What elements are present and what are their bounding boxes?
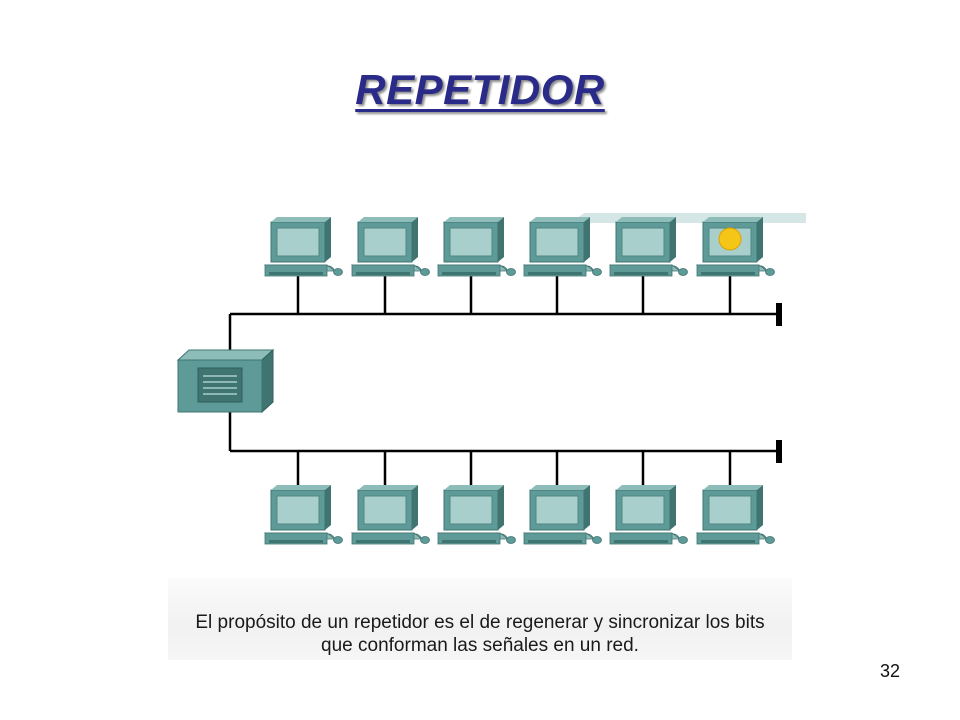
bottom-segment-workstations <box>264 451 775 545</box>
workstation-icon <box>696 484 775 545</box>
workstation-icon <box>264 216 343 277</box>
workstation-icon <box>264 484 343 545</box>
caption: El propósito de un repetidor es el de re… <box>168 611 792 657</box>
signal-dot-icon <box>718 227 742 251</box>
workstation-icon <box>609 216 688 277</box>
segment-highlight-band <box>570 213 806 223</box>
workstation-icon <box>609 484 688 545</box>
slide-title: REPETIDOR <box>355 66 605 113</box>
repeater-icon <box>176 348 275 414</box>
workstation-icon <box>437 216 516 277</box>
bus-terminator-icon <box>776 440 782 463</box>
bus-terminator-icon <box>776 303 782 326</box>
caption-line-2: que conforman las señales en un red. <box>321 635 639 656</box>
workstation-icon <box>523 216 602 277</box>
workstation-icon <box>351 484 430 545</box>
workstation-icon <box>523 484 602 545</box>
page-number: 32 <box>879 661 900 681</box>
top-segment-workstations <box>264 216 775 314</box>
caption-box <box>168 578 792 660</box>
workstation-icon <box>437 484 516 545</box>
caption-line-1: El propósito de un repetidor es el de re… <box>195 612 765 633</box>
workstation-icon <box>351 216 430 277</box>
